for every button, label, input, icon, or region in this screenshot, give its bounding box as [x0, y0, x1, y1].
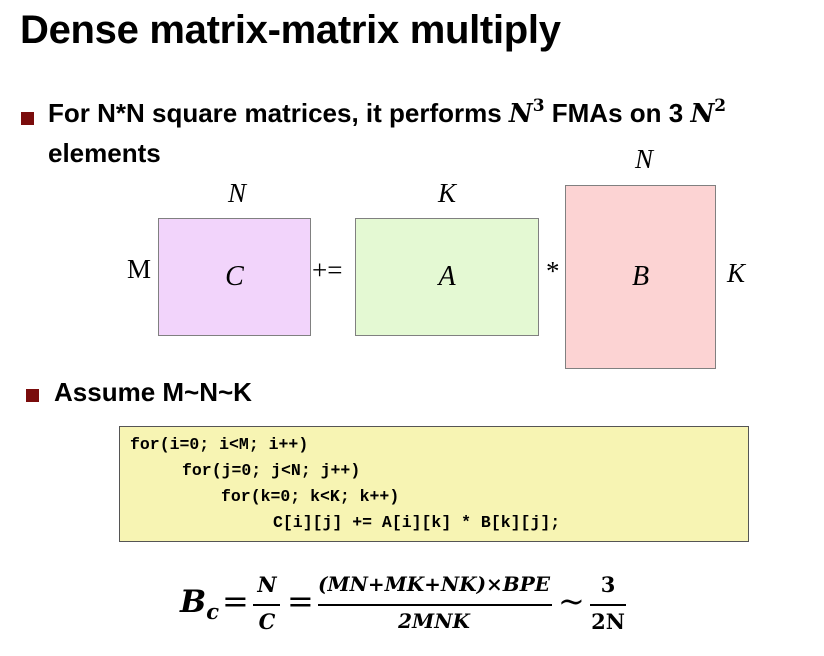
matrix-a-box: A — [355, 218, 539, 336]
frac3-den: 2N — [591, 609, 625, 634]
bullet-1-math-n2-exp: 2 — [714, 96, 727, 116]
plus-equals-operator: += — [312, 255, 343, 285]
multiply-operator: * — [546, 256, 560, 286]
formula-lhs-sub: c — [206, 599, 219, 625]
matrix-a-top-dim: K — [438, 178, 457, 208]
formula-eq-2: = — [287, 582, 314, 620]
bullet-1-text-b: FMAs on 3 — [544, 98, 691, 128]
bullet-square-icon — [26, 389, 39, 402]
slide-title: Dense matrix-matrix multiply — [20, 8, 561, 52]
code-line: for(j=0; j<N; j++) — [182, 461, 361, 480]
formula-lhs-b: B — [180, 584, 207, 620]
code-line: C[i][j] += A[i][k] * B[k][j]; — [273, 513, 561, 532]
code-block: for(i=0; i<M; i++) for(j=0; j<N; j++) fo… — [119, 426, 749, 542]
matrix-c-box: C — [158, 218, 311, 336]
formula-approx: ~ — [558, 582, 585, 620]
matrix-b-top-dim: N — [635, 144, 654, 174]
bullet-square-icon — [21, 112, 34, 125]
matrix-c-left-dim: M — [127, 254, 152, 284]
bullet-1-math-n3: N — [508, 99, 533, 129]
code-line: for(k=0; k<K; k++) — [221, 487, 400, 506]
code-line: for(i=0; i<M; i++) — [130, 435, 309, 454]
matrix-a-label: A — [438, 261, 456, 292]
bullet-1-math-n3-exp: 3 — [532, 96, 545, 116]
formula-lhs: Bc — [180, 584, 219, 624]
bullet-1-line-2: elements — [48, 138, 161, 168]
formula-eq-1: = — [222, 582, 249, 620]
matrix-b-label: B — [631, 261, 650, 292]
frac3-bar — [590, 604, 626, 606]
frac1-bar — [253, 604, 280, 606]
bullet-1-line-1: For N*N square matrices, it performs N3 … — [48, 96, 727, 129]
frac2-num: (MN+MK+NK)×BPE — [318, 572, 550, 596]
bullet-2-text: Assume M~N~K — [54, 377, 252, 407]
bullet-1-math-n2: N — [690, 99, 715, 129]
frac1-num: N — [257, 572, 277, 597]
bandwidth-formula: Bc = N C = (MN+MK+NK)×BPE 2MNK ~ 3 2N — [0, 560, 824, 650]
frac1-den: C — [258, 609, 276, 634]
matrix-b-right-dim: K — [727, 258, 746, 288]
frac3-num: 3 — [600, 572, 616, 597]
matrix-b-box: B — [565, 185, 716, 369]
bullet-1-text-a: For N*N square matrices, it performs — [48, 98, 509, 128]
frac2-den: 2MNK — [398, 609, 470, 633]
matrix-c-top-dim: N — [228, 178, 247, 208]
frac2-bar — [318, 604, 552, 606]
matrix-c-label: C — [225, 261, 244, 292]
